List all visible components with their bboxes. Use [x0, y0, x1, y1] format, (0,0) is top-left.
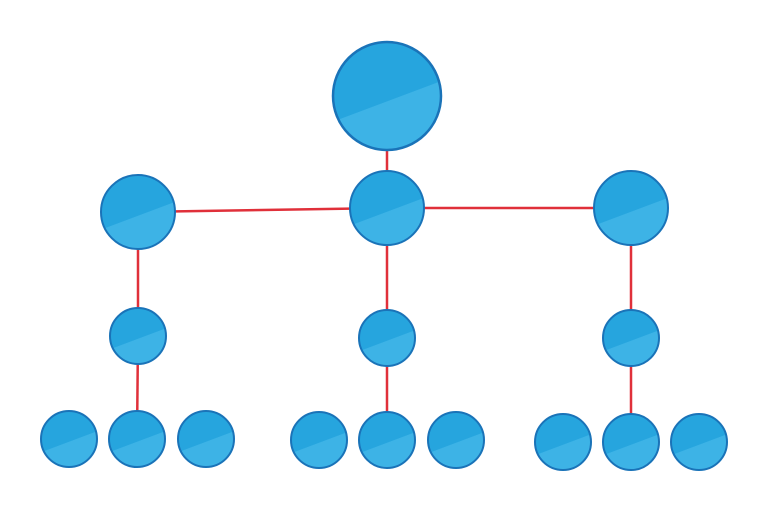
node-mid-left: [109, 307, 167, 365]
node-root: [331, 40, 443, 152]
node-branch-left: [100, 174, 176, 250]
connector-left-to-center: [137, 206, 388, 214]
node-branch-center: [349, 170, 425, 246]
node-outline: [108, 410, 166, 468]
nodes-layer: [40, 40, 728, 471]
node-outline: [593, 170, 669, 246]
node-branch-right: [593, 170, 669, 246]
node-outline: [358, 411, 416, 469]
node-leaf-center-2: [358, 411, 416, 469]
node-outline: [602, 309, 660, 367]
node-shade: [101, 175, 175, 233]
node-leaf-center-1: [290, 411, 348, 469]
node-outline: [40, 410, 98, 468]
node-outline: [109, 307, 167, 365]
node-outline: [427, 411, 485, 469]
node-outline: [290, 411, 348, 469]
node-leaf-left-2: [108, 410, 166, 468]
node-mid-right: [602, 309, 660, 367]
node-mid-center: [358, 309, 416, 367]
node-outline: [331, 40, 443, 152]
node-outline: [349, 170, 425, 246]
node-leaf-left-3: [177, 410, 235, 468]
node-leaf-right-2: [602, 413, 660, 471]
node-leaf-center-3: [427, 411, 485, 469]
node-outline: [358, 309, 416, 367]
node-outline: [100, 174, 176, 250]
node-leaf-right-1: [534, 413, 592, 471]
node-leaf-left-1: [40, 410, 98, 468]
node-shade: [594, 171, 668, 229]
node-leaf-right-3: [670, 413, 728, 471]
node-shade: [333, 42, 441, 126]
node-outline: [177, 410, 235, 468]
node-shade: [350, 171, 424, 229]
node-outline: [602, 413, 660, 471]
node-outline: [670, 413, 728, 471]
node-outline: [534, 413, 592, 471]
